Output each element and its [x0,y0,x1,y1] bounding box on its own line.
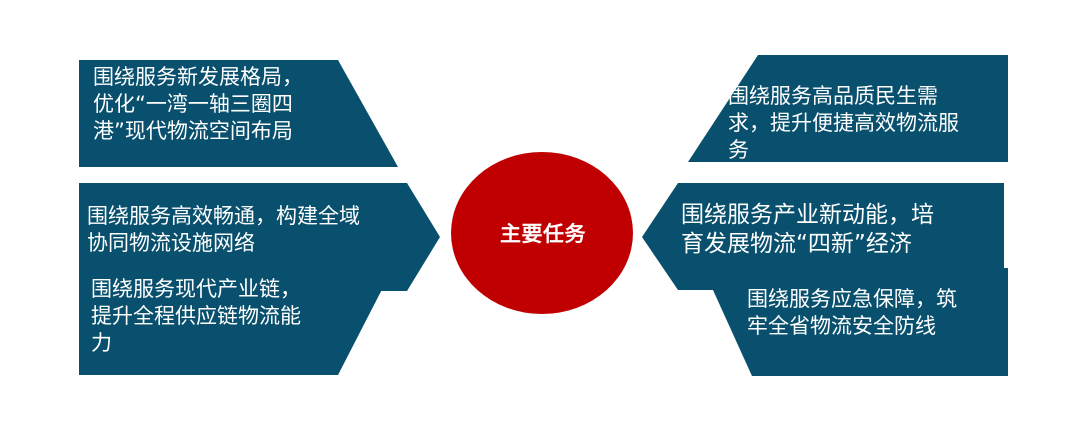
center-label: 主要任务 [500,222,586,246]
task-panel-middle-right [642,183,1004,290]
task-text-top-right: 围绕服务高品质民生需 求，提升便捷高效物流服 务 [728,84,959,162]
task-text-middle-right: 围绕服务产业新动能，培 育发展物流“四新”经济 [681,202,934,258]
task-panel-top-right [688,55,1008,162]
task-text-top-right-clip: 围绕服务高品质民生需 求，提升便捷高效物流服 务 [700,55,1008,162]
task-panel-top-left [79,60,398,167]
task-panel-bottom-left [79,268,393,375]
task-text-bottom-left: 围绕服务现代产业链， 提升全程供应链物流能 力 [91,277,301,355]
task-text-top-left: 围绕服务新发展格局， 优化“一湾一轴三圈四 港”现代物流空间布局 [93,65,303,143]
center-circle [451,152,633,314]
task-panel-middle-left [79,183,440,291]
task-text-bottom-right: 围绕服务应急保障，筑 牢全省物流安全防线 [747,287,957,338]
task-text-middle-left: 围绕服务高效畅通，构建全域 协同物流设施网络 [87,204,360,255]
task-panel-bottom-right [703,268,1008,376]
